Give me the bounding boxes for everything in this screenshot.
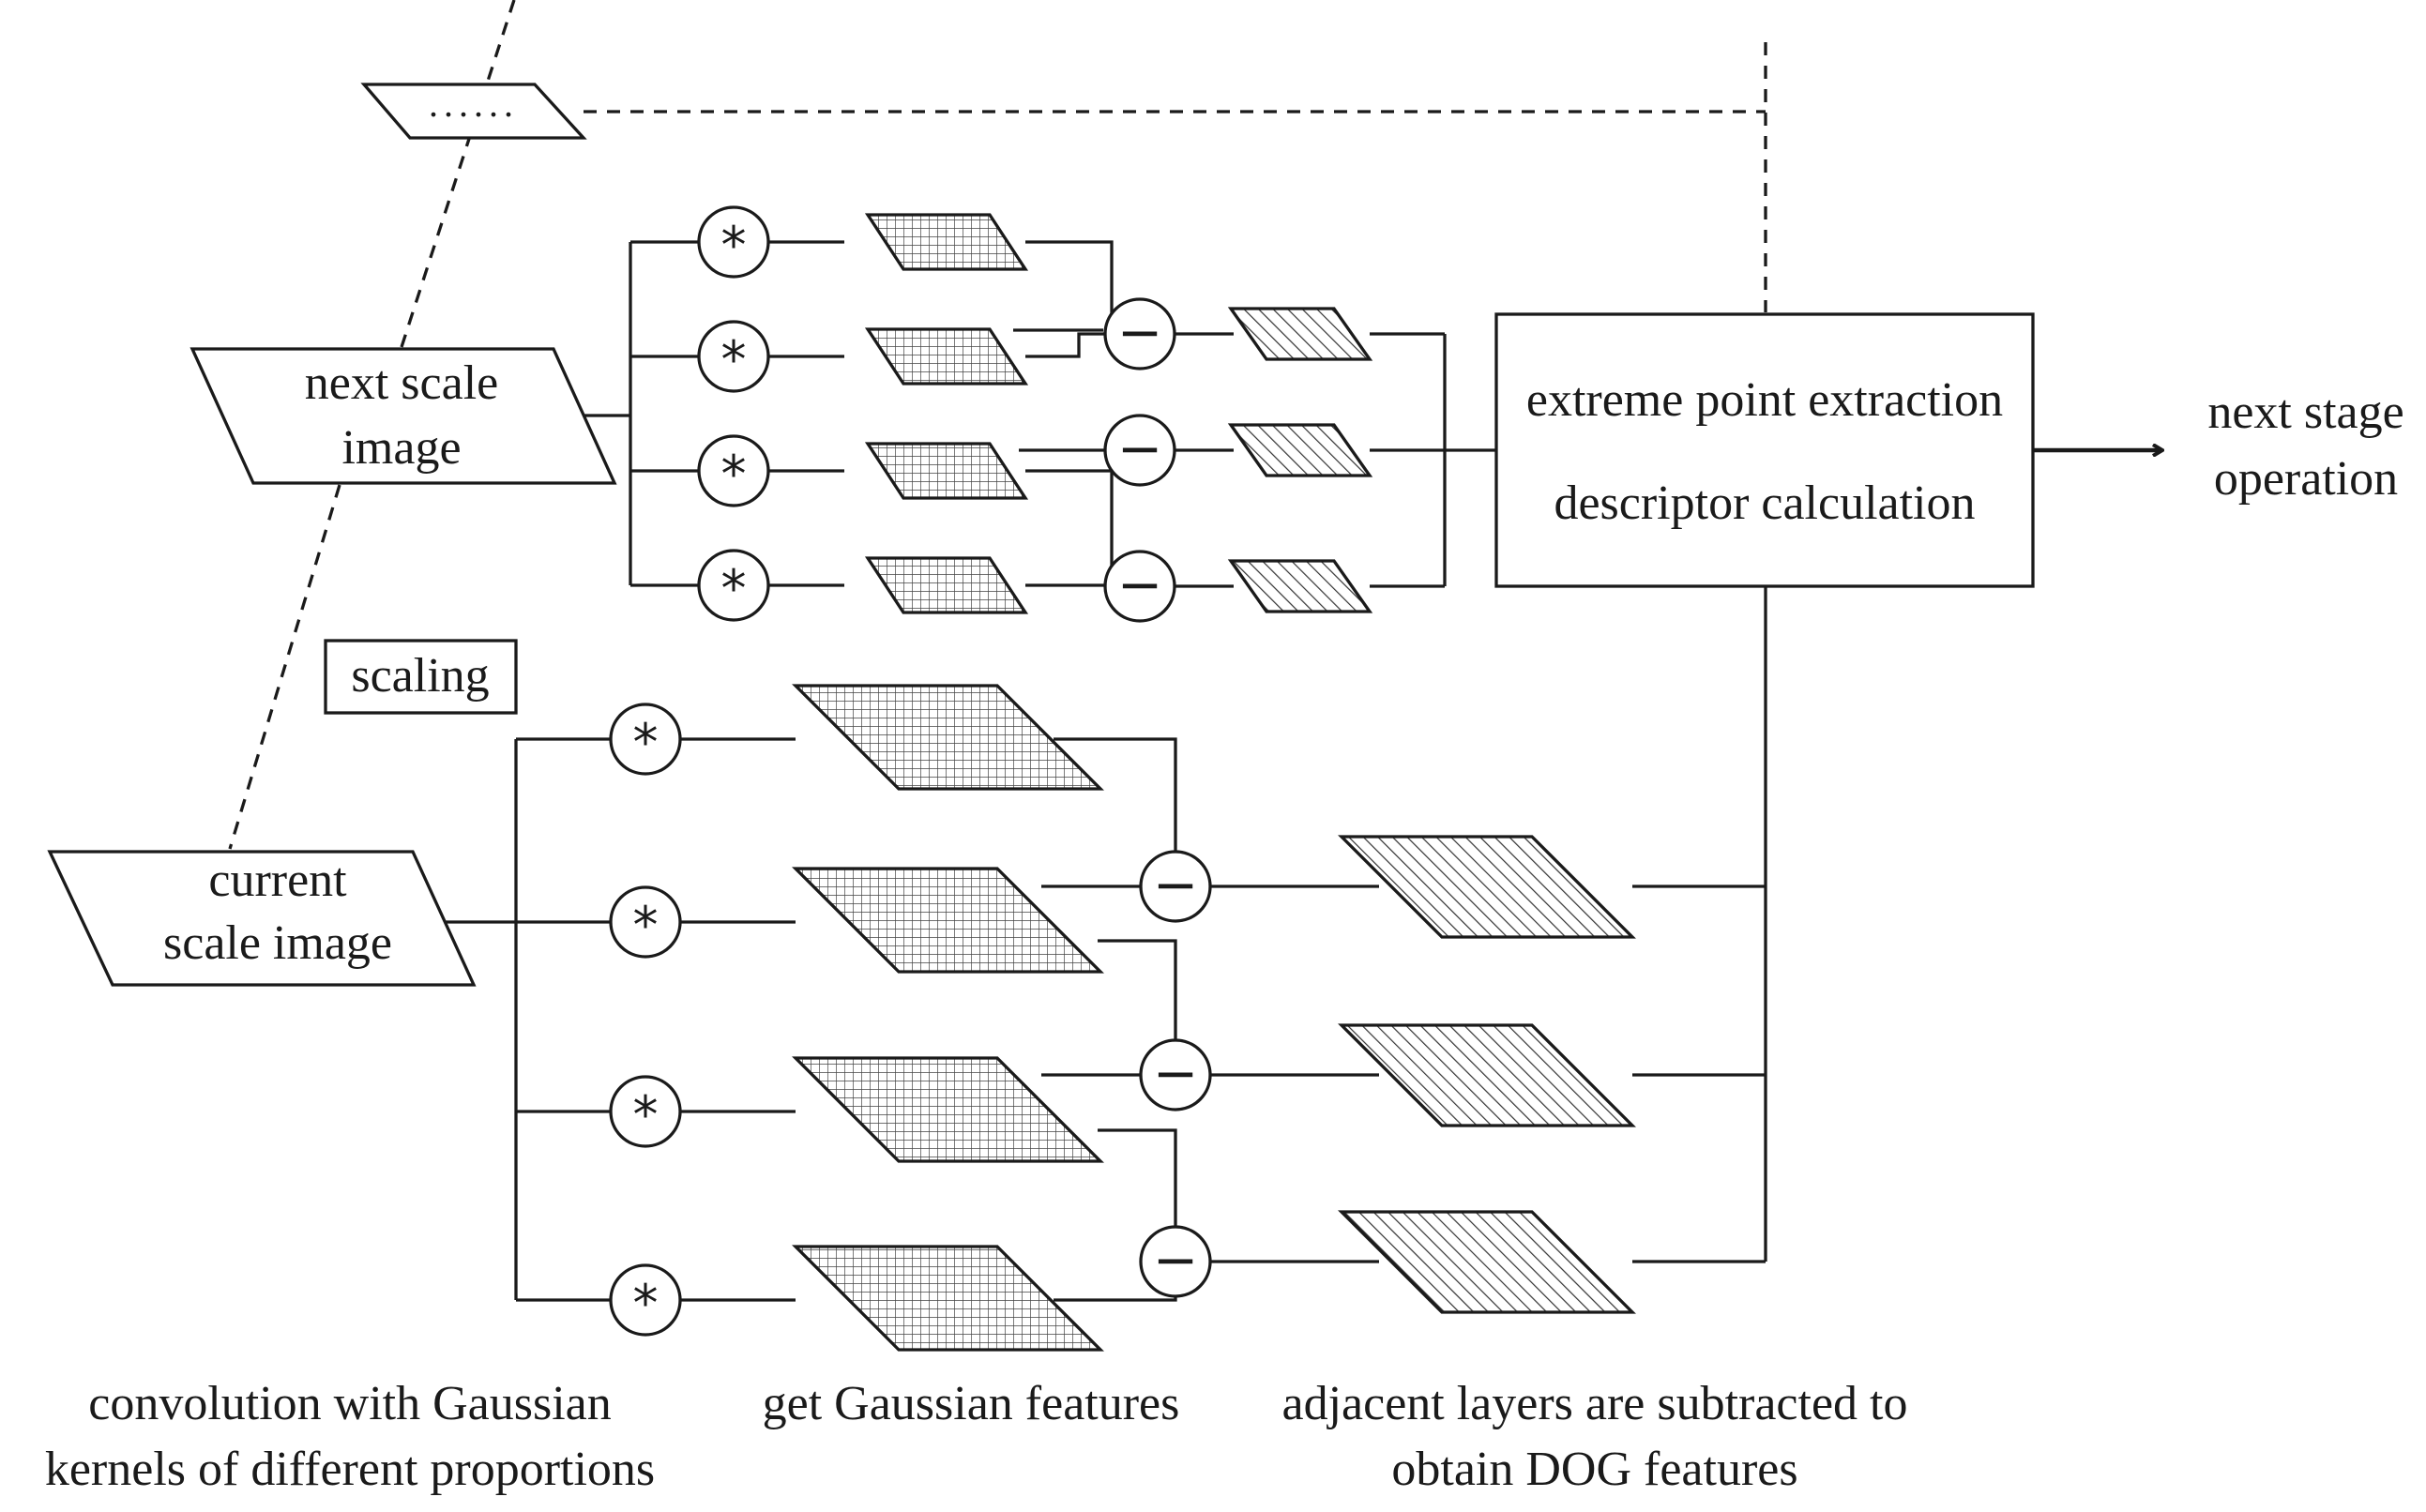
bottom-subtract-op-symbol: − xyxy=(1153,1228,1199,1292)
bottom-subtract-op: − xyxy=(1139,850,1212,923)
top-convolution-op-circle xyxy=(697,205,770,279)
next-scale-image-node: next scale image xyxy=(190,347,617,485)
top-gaussian-feature xyxy=(864,556,1029,614)
current-scale-image-label-line1: current xyxy=(208,854,347,907)
top-gauss-to-sub xyxy=(1025,240,1114,334)
current-scale-image-label-line2: scale image xyxy=(163,916,392,970)
top-dog-feature xyxy=(1227,307,1373,361)
bottom-gauss-to-sub xyxy=(1098,939,1177,1040)
top-subtract-op-symbol: − xyxy=(1117,300,1163,364)
diagram-shapes: * * * * − − − * * * * − − − xyxy=(609,205,1636,1352)
ellipsis-node: ...... xyxy=(360,83,587,140)
bottom-gauss-to-sub xyxy=(1054,1296,1177,1302)
bottom-convolution-op-circle xyxy=(609,1075,682,1148)
bottom-subtract-op-symbol: − xyxy=(1153,853,1199,916)
caption-dog-line2: obtain DOG features xyxy=(1391,1443,1797,1496)
top-subtract-op-symbol: − xyxy=(1117,552,1163,616)
bottom-convolution-op-circle xyxy=(609,703,682,776)
bottom-subtract-op-symbol: − xyxy=(1153,1041,1199,1105)
next-scale-image-label-line2: image xyxy=(341,421,461,475)
ellipsis-label: ...... xyxy=(429,83,519,125)
top-convolution-op-symbol: * xyxy=(721,330,747,389)
bottom-gaussian-feature xyxy=(792,1056,1104,1163)
top-gauss-to-sub xyxy=(1025,332,1105,358)
top-subtract-op-circle xyxy=(1103,550,1176,623)
caption-convolution-line1: convolution with Gaussian xyxy=(88,1377,612,1430)
extraction-descriptor-box: extreme point extraction descriptor calc… xyxy=(1494,312,2035,588)
bottom-convolution-op-circle xyxy=(609,885,682,959)
top-convolution-op: * xyxy=(697,434,770,507)
scaling-label: scaling xyxy=(351,649,489,703)
top-convolution-op-symbol: * xyxy=(721,445,747,504)
bottom-gaussian-feature xyxy=(792,1245,1104,1352)
bottom-convolution-op-symbol: * xyxy=(633,713,659,772)
bottom-convolution-op-symbol: * xyxy=(633,1274,659,1333)
bottom-gaussian-feature xyxy=(792,867,1104,974)
bottom-convolution-op: * xyxy=(609,703,682,776)
dashed-scale-line-bottom xyxy=(228,484,341,850)
top-subtract-op-circle xyxy=(1103,414,1176,487)
dashed-scale-line-top xyxy=(400,0,516,348)
bottom-gauss-to-sub xyxy=(1098,1128,1177,1227)
bottom-subtract-op-circle xyxy=(1139,1225,1212,1298)
bottom-subtract-op-circle xyxy=(1139,850,1212,923)
bottom-dog-feature xyxy=(1338,1210,1636,1314)
next-stage-label-line2: operation xyxy=(2214,452,2398,506)
bottom-convolution-op: * xyxy=(609,1263,682,1337)
bottom-subtract-op-circle xyxy=(1139,1038,1212,1111)
top-convolution-op-circle xyxy=(697,549,770,622)
top-dog-feature xyxy=(1227,559,1373,613)
top-convolution-op-circle xyxy=(697,320,770,393)
top-gaussian-feature xyxy=(864,327,1029,386)
top-gaussian-feature xyxy=(864,442,1029,500)
scaling-box: scaling xyxy=(324,639,518,715)
top-subtract-op: − xyxy=(1103,297,1176,370)
extraction-box-label-line1: extreme point extraction xyxy=(1526,373,2003,427)
top-convolution-op-symbol: * xyxy=(721,559,747,618)
bottom-dog-feature xyxy=(1338,835,1636,939)
bottom-gauss-to-sub xyxy=(1054,737,1177,852)
current-scale-image-node: current scale image xyxy=(47,850,477,987)
top-gaussian-feature xyxy=(864,213,1029,271)
caption-gaussian-features: get Gaussian features xyxy=(763,1377,1180,1430)
top-convolution-op: * xyxy=(697,549,770,622)
next-scale-image-label-line1: next scale xyxy=(305,356,498,410)
bottom-subtract-op: − xyxy=(1139,1225,1212,1298)
bottom-convolution-op: * xyxy=(609,885,682,959)
caption-dog-line1: adjacent layers are subtracted to xyxy=(1282,1377,1908,1430)
caption-convolution-line2: kernels of different proportions xyxy=(45,1443,655,1496)
bottom-convolution-op-symbol: * xyxy=(633,1085,659,1144)
top-subtract-op-circle xyxy=(1103,297,1176,370)
top-convolution-op: * xyxy=(697,320,770,393)
top-dog-feature xyxy=(1227,423,1373,477)
top-convolution-op-circle xyxy=(697,434,770,507)
top-convolution-op: * xyxy=(697,205,770,279)
top-convolution-op-symbol: * xyxy=(721,216,747,275)
next-stage-label-line1: next stage xyxy=(2207,386,2403,439)
bottom-convolution-op-symbol: * xyxy=(633,896,659,955)
bottom-dog-feature xyxy=(1338,1023,1636,1127)
top-subtract-op-symbol: − xyxy=(1117,416,1163,480)
bottom-convolution-op-circle xyxy=(609,1263,682,1337)
bottom-gaussian-feature xyxy=(792,684,1104,791)
bottom-subtract-op: − xyxy=(1139,1038,1212,1111)
top-gauss-to-sub xyxy=(1025,469,1114,586)
top-subtract-op: − xyxy=(1103,414,1176,487)
top-subtract-op: − xyxy=(1103,550,1176,623)
extraction-box-label-line2: descriptor calculation xyxy=(1554,476,1975,530)
bottom-convolution-op: * xyxy=(609,1075,682,1148)
